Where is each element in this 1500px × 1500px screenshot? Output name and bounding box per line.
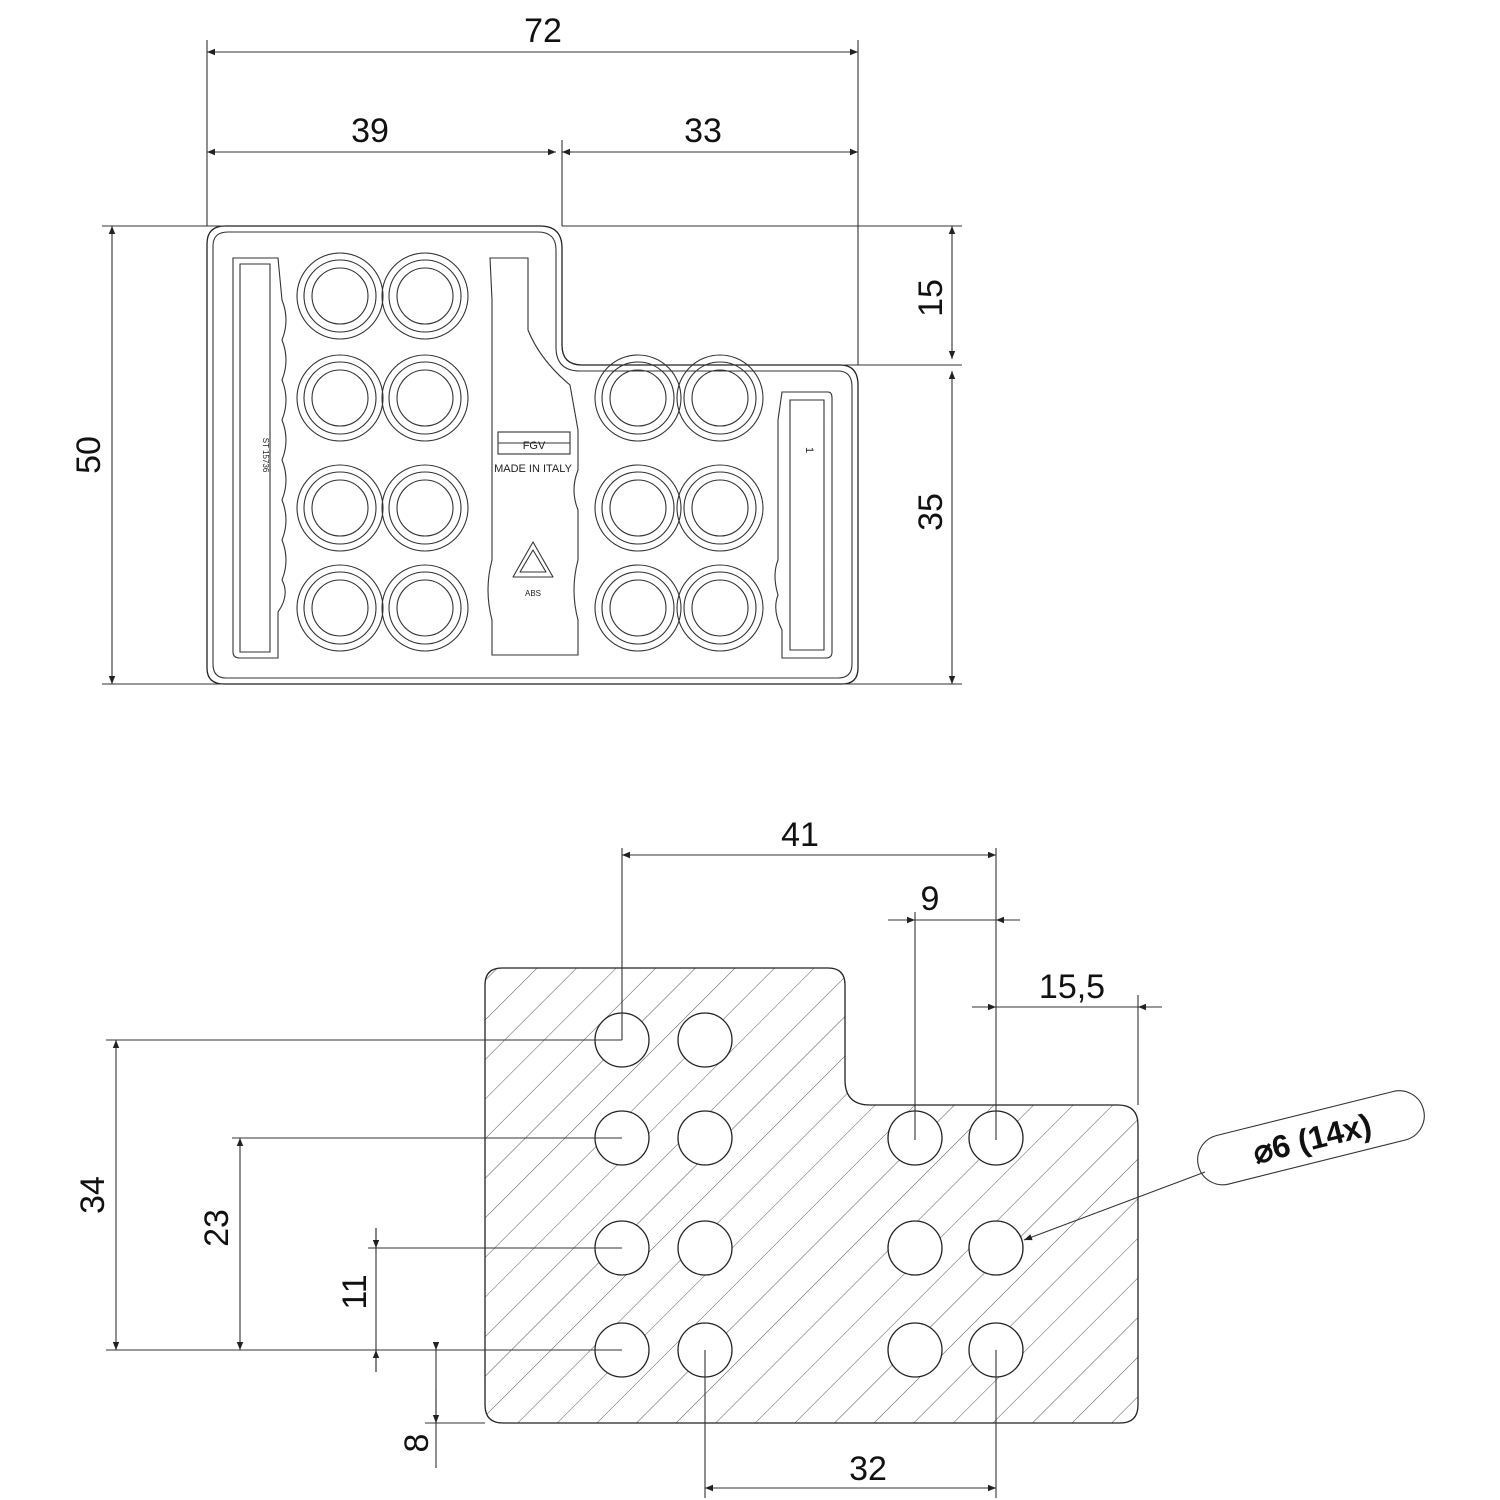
recycle-icon [512,541,554,578]
cup-inner [311,579,369,637]
hole [677,1110,733,1166]
top-view-inner-outline [212,231,853,679]
cup-rim [303,259,377,333]
dim-23-label: 23 [198,1209,236,1247]
cup-rim [303,471,377,545]
dim-33-label: 33 [684,112,722,150]
top-view-outline [206,225,859,685]
cup-outer [296,252,384,340]
dim-41: 41 [621,816,997,1140]
dim-15-5: 15,5 [972,968,1162,1105]
dim-72-label: 72 [524,12,562,50]
cup-outer [381,354,469,442]
cup-rim [683,361,757,435]
dim-39-33: 39 33 [207,112,858,226]
cup-rim [601,361,675,435]
dim-50: 50 [70,225,225,685]
plate-hatch [485,968,1138,1423]
dim-15-35: 15 35 [562,225,962,685]
cup-inner [609,579,667,637]
hole-pattern-view: 41 9 15,5 34 23 [74,816,1425,1498]
made-in-text: MADE IN ITALY [494,463,572,475]
cup-outer [676,564,764,652]
hole [887,1322,943,1378]
cup-outer [381,252,469,340]
top-view: FGV MADE IN ITALY ABS ST 15736 1 72 39 3… [70,12,962,685]
dim-41-label: 41 [781,816,819,854]
hole [968,1220,1024,1276]
dim-50-label: 50 [70,436,108,474]
dim-8-label: 8 [398,1434,436,1453]
fgv-logo: FGV [497,431,571,455]
hole [887,1220,943,1276]
center-rib [487,257,579,656]
cup-inner [396,479,454,537]
hole [677,1220,733,1276]
dim-32-label: 32 [849,1450,887,1488]
cup-rim [388,471,462,545]
hole-callout-text: ⌀6 (14x) [1249,1106,1375,1170]
logo-text: FGV [523,440,546,452]
cup-outer [676,464,764,552]
plate-outline [484,967,1139,1424]
part-code-text: ST 15736 [261,438,270,473]
cup-outer [381,564,469,652]
left-slot [232,257,287,659]
dim-39-label: 39 [351,112,389,150]
cup-rim [601,571,675,645]
cup-inner [691,579,749,637]
cup-outer [296,354,384,442]
dim-34: 34 [74,1039,622,1351]
dim-72: 72 [206,12,859,365]
cup-inner [691,369,749,427]
left-slot-inner [239,263,271,653]
cup-rim [388,571,462,645]
dim-15-5-label: 15,5 [1039,968,1105,1006]
cup-outer [676,354,764,442]
hole [677,1012,733,1068]
cup-inner [311,369,369,427]
cup-outer [594,464,682,552]
cup-rim [601,471,675,545]
cup-inner [691,479,749,537]
callout-bubble [1197,1090,1425,1186]
cup-inner [609,369,667,427]
dim-15-label: 15 [912,279,950,317]
dim-34-label: 34 [74,1176,112,1214]
dim-9: 9 [888,880,1020,1140]
dim-11-label: 11 [336,1274,374,1309]
cup-inner [609,479,667,537]
cup-rim [303,361,377,435]
cup-rim [683,471,757,545]
cup-rim [388,361,462,435]
cup-inner [396,369,454,427]
cup-outer [381,464,469,552]
cup-inner [396,579,454,637]
cup-outer [296,464,384,552]
dim-35-label: 35 [912,493,950,531]
dim-32: 32 [704,1350,997,1498]
cup-inner [311,267,369,325]
cup-inner [311,479,369,537]
top-cups [296,252,764,652]
right-slot-inner [789,399,825,651]
cup-outer [594,564,682,652]
dim-8: 8 [398,1342,485,1468]
side-mark-text: 1 [803,447,815,453]
cup-rim [683,571,757,645]
cup-inner [396,267,454,325]
cup-outer [296,564,384,652]
dim-9-label: 9 [921,880,940,918]
cup-rim [303,571,377,645]
cup-rim [388,259,462,333]
dim-23: 23 [198,1137,622,1350]
right-slot [774,391,833,659]
material-text: ABS [525,589,541,598]
cup-outer [594,354,682,442]
dim-11: 11 [336,1228,622,1372]
